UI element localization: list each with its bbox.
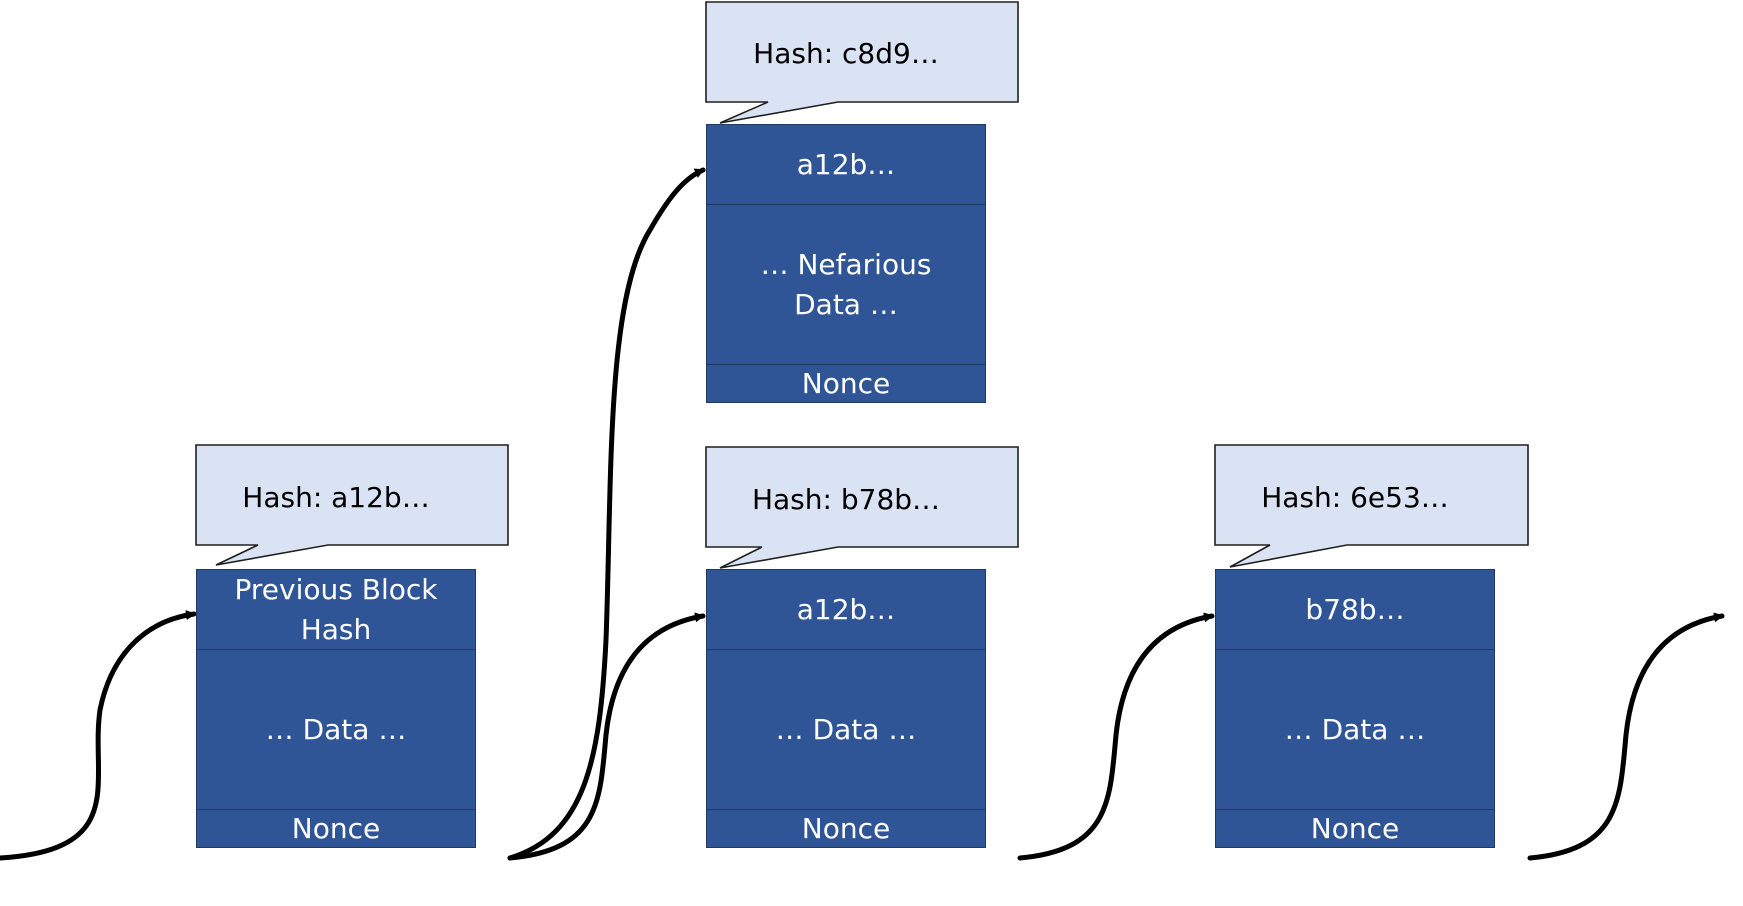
block-1: Previous Block Hash … Data … Nonce	[196, 569, 476, 848]
arrow-block2-to-block3	[1017, 612, 1215, 861]
nonce-field: Nonce	[196, 810, 476, 848]
previous-hash-field: b78b…	[1215, 569, 1495, 650]
data-field: … Data …	[1215, 650, 1495, 810]
arrow-block1-to-block2	[507, 612, 706, 861]
hash-label-block-3: Hash: 6e53…	[1261, 480, 1449, 514]
block-3: b78b… … Data … Nonce	[1215, 569, 1495, 848]
previous-hash-field: a12b…	[706, 569, 986, 650]
hash-label-block-1: Hash: a12b…	[242, 480, 430, 514]
hash-callout-shape-block-2	[705, 446, 1019, 569]
hash-callout-shape-block-3	[1214, 444, 1529, 568]
arrow-block1-to-fork	[507, 167, 706, 861]
nonce-field: Nonce	[1215, 810, 1495, 848]
hash-callout-shape-block-1	[195, 444, 509, 566]
data-field: … Data …	[706, 650, 986, 810]
block-fork: a12b… … Nefarious Data … Nonce	[706, 124, 986, 403]
arrow-incoming	[0, 610, 197, 861]
data-field: … Data …	[196, 650, 476, 810]
previous-hash-field: Previous Block Hash	[196, 569, 476, 650]
hash-label-block-2: Hash: b78b…	[751, 482, 941, 516]
hash-callout-shape-block-fork	[705, 1, 1019, 124]
hash-label-block-fork: Hash: c8d9…	[753, 36, 939, 70]
nefarious-data-field: … Nefarious Data …	[706, 205, 986, 365]
nonce-field: Nonce	[706, 365, 986, 403]
nonce-field: Nonce	[706, 810, 986, 848]
arrow-outgoing	[1527, 612, 1725, 861]
block-2: a12b… … Data … Nonce	[706, 569, 986, 848]
previous-hash-field: a12b…	[706, 124, 986, 205]
